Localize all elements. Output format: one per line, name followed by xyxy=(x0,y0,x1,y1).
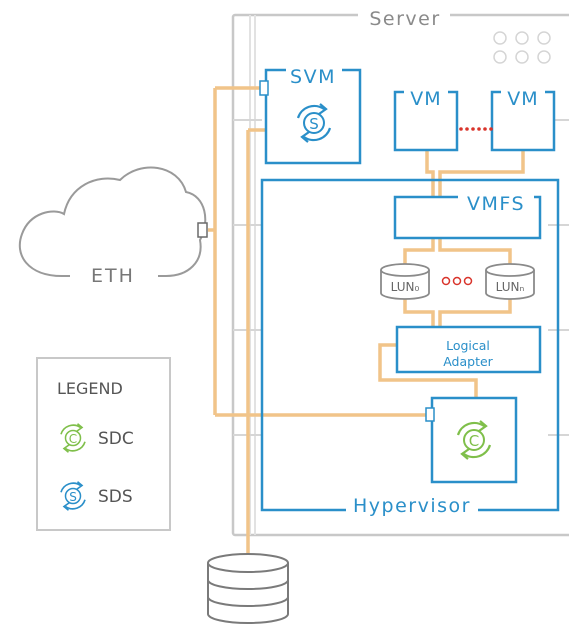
logical-adapter-line2: Adapter xyxy=(443,354,493,369)
vm-box-2[interactable] xyxy=(490,84,556,152)
vm-label-2: VM xyxy=(507,88,538,110)
connection-lines xyxy=(208,86,525,555)
server-frame xyxy=(231,8,569,537)
legend-sdc-icon-letter: C xyxy=(69,432,77,446)
legend-sds-icon-letter: S xyxy=(69,490,77,504)
logical-adapter-line1: Logical xyxy=(446,338,490,353)
storage-disk-stack-icon[interactable] xyxy=(207,553,289,624)
legend-box xyxy=(36,357,171,531)
network-label: ETH xyxy=(91,265,135,287)
legend-sdc-label: SDC xyxy=(98,429,134,449)
lun-continuation-dots xyxy=(441,276,473,286)
hypervisor-box[interactable] xyxy=(260,178,560,520)
lun-label-2: LUNₙ xyxy=(496,280,525,294)
legend-title: LEGEND xyxy=(57,379,123,398)
lun-cylinder-1[interactable] xyxy=(380,263,430,300)
vmfs-label: VMFS xyxy=(467,193,525,215)
hypervisor-label: Hypervisor xyxy=(353,495,471,517)
sdc-node-box[interactable] xyxy=(425,396,518,484)
svm-icon-letter: S xyxy=(309,115,319,133)
svm-label: SVM xyxy=(290,66,336,88)
sdc-node-icon-letter: C xyxy=(469,432,479,450)
network-cloud xyxy=(18,166,208,277)
vm-label-1: VM xyxy=(410,88,441,110)
logical-adapter-box[interactable] xyxy=(395,325,542,374)
server-title: Server xyxy=(369,8,440,30)
lun-cylinder-2[interactable] xyxy=(485,263,535,300)
lun-label-1: LUN₀ xyxy=(391,280,420,294)
legend-sds-label: SDS xyxy=(98,487,133,507)
vm-box-1[interactable] xyxy=(393,84,459,152)
vmfs-box[interactable] xyxy=(393,189,542,240)
vm-continuation-dots xyxy=(459,127,493,131)
server-vent-icon xyxy=(493,31,551,64)
svm-box[interactable] xyxy=(259,62,362,165)
